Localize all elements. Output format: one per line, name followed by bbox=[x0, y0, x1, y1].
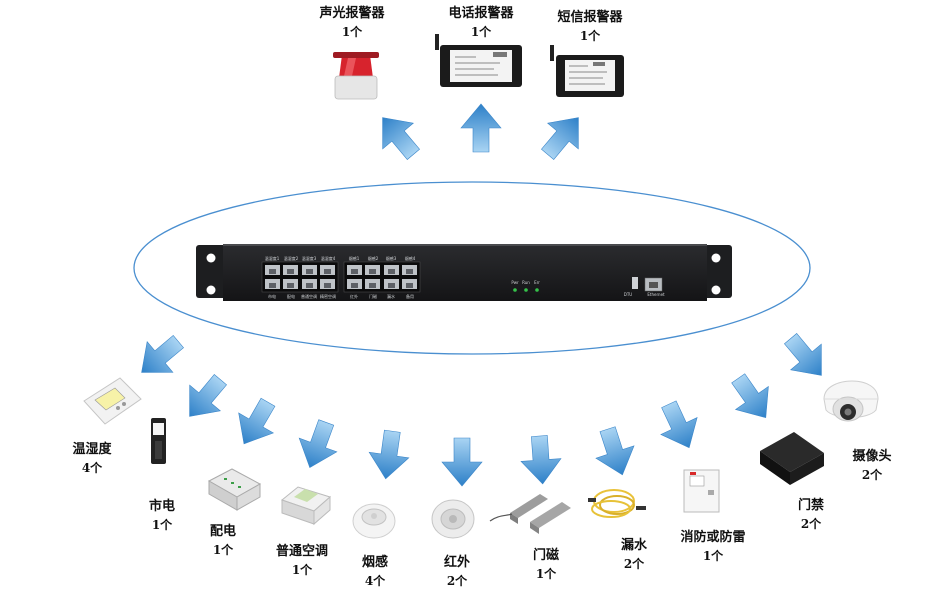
port-label-bottom: 普通空调 bbox=[301, 293, 317, 299]
power-led-icon bbox=[513, 288, 517, 292]
arrow-to-mains bbox=[173, 366, 237, 430]
arrow-to-infrared bbox=[441, 437, 483, 487]
arrow-to-camera bbox=[774, 325, 838, 389]
port-label-top: 烟感2 bbox=[368, 255, 379, 261]
led-label: Run bbox=[522, 280, 530, 285]
run-led-icon bbox=[524, 288, 528, 292]
port-label-top: 烟感3 bbox=[386, 255, 397, 261]
camera-icon bbox=[823, 380, 879, 422]
arrow-to-distribution bbox=[226, 391, 286, 455]
sms-alarm-icon bbox=[550, 45, 624, 97]
arrow-to-smoke bbox=[365, 428, 413, 482]
error-led-icon bbox=[535, 288, 539, 292]
arrow-to-water-leak bbox=[588, 422, 642, 482]
port-label-bottom: 配电 bbox=[287, 293, 295, 299]
infrared-sensor-icon bbox=[431, 499, 475, 539]
arrow-to-sms-alarm bbox=[531, 104, 595, 168]
usb-port-icon bbox=[632, 277, 638, 289]
distribution-sensor-icon bbox=[207, 468, 262, 511]
port-label-bottom: 漏水 bbox=[387, 293, 395, 299]
port-label-bottom: 市电 bbox=[268, 293, 276, 299]
arrow-to-sound-light-alarm bbox=[366, 104, 430, 168]
monitoring-host-device: 温湿度1 温湿度2 温湿度3 温湿度4 烟感1 烟感2 烟感3 烟感4 市电 配… bbox=[196, 244, 732, 301]
rear-port-label: DTU bbox=[624, 292, 633, 297]
device-ellipse bbox=[133, 181, 811, 355]
arrow-to-door-magnet bbox=[519, 434, 563, 486]
port-label-bottom: 精密空调 bbox=[320, 293, 336, 299]
phone-alarm-icon bbox=[435, 34, 522, 87]
smoke-sensor-icon bbox=[352, 503, 396, 539]
temp-humidity-sensor-icon bbox=[83, 377, 142, 425]
fire-lightning-sensor-icon bbox=[683, 469, 720, 513]
led-label: Pwr bbox=[511, 280, 519, 285]
port-label-top: 温湿度4 bbox=[321, 255, 336, 261]
arrows-up bbox=[366, 103, 595, 168]
port-label-bottom: 门磁 bbox=[369, 293, 377, 299]
port-label-top: 温湿度1 bbox=[265, 255, 280, 261]
arrow-to-fire-lightning bbox=[650, 395, 708, 457]
sound-light-alarm-icon bbox=[333, 52, 379, 100]
port-label-top: 温湿度2 bbox=[284, 255, 299, 261]
arrow-to-access-control bbox=[721, 366, 783, 430]
port-label-bottom: 红外 bbox=[350, 293, 358, 299]
mains-sensor-icon bbox=[151, 418, 166, 464]
access-control-icon bbox=[760, 432, 824, 485]
arrow-to-aircon bbox=[290, 415, 346, 475]
door-magnet-sensor-icon bbox=[489, 494, 571, 534]
arrow-to-phone-alarm bbox=[460, 103, 502, 153]
port-label-top: 烟感4 bbox=[405, 255, 416, 261]
water-leak-sensor-icon bbox=[588, 489, 646, 518]
port-label-top: 烟感1 bbox=[349, 255, 360, 261]
rear-port-label: Ethernet bbox=[647, 292, 665, 297]
arrows-down bbox=[128, 325, 838, 487]
port-label-bottom: 备用 bbox=[406, 293, 414, 299]
arrow-to-temp-humidity bbox=[128, 325, 192, 389]
led-label: Err bbox=[534, 280, 540, 285]
aircon-sensor-icon bbox=[280, 486, 332, 526]
port-label-top: 温湿度3 bbox=[302, 255, 317, 261]
